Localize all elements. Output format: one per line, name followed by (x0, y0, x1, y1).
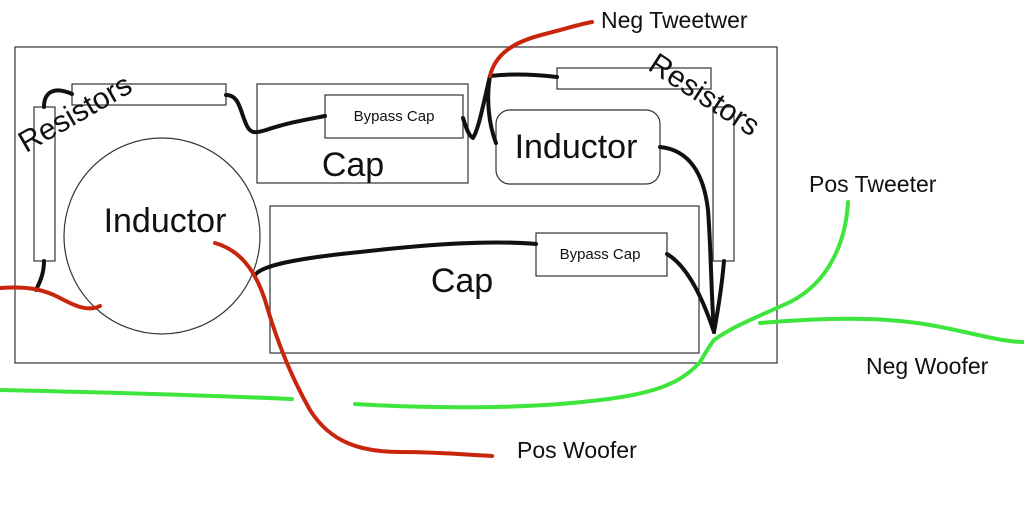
black-wire-cap-bottom-to-bypass (253, 240, 538, 277)
neg-tweeter-label: Neg Tweetwer (601, 7, 748, 33)
inductor-left-label: Inductor (104, 202, 227, 240)
bypass-cap-top (324, 94, 464, 139)
bypass-cap-bottom-label: Bypass Cap (560, 246, 641, 263)
red-wire-pos-woofer (213, 241, 494, 458)
black-wire-junction-to-resistor-right (488, 72, 559, 79)
black-wire-resistor-left-link (42, 88, 74, 109)
black-wire-bypass-bottom-down (665, 252, 716, 334)
green-wire-neg-woofer (758, 316, 1024, 344)
black-wire-resistor-to-cap-top (224, 93, 327, 135)
green-wire-bottom (353, 338, 716, 410)
cap-top-label: Cap (322, 146, 384, 184)
red-wire-left-input (0, 285, 102, 311)
pos-woofer-label: Pos Woofer (517, 437, 637, 463)
red-wire-neg-tweeter (488, 20, 594, 78)
inductor-right-label: Inductor (515, 128, 638, 166)
cap-bottom (269, 205, 700, 354)
bypass-cap-top-label: Bypass Cap (354, 108, 435, 125)
black-wire-resistor-right-down (712, 259, 726, 334)
black-wire-bypass-top-to-junction (461, 74, 498, 145)
cap-bottom-label: Cap (431, 262, 493, 300)
pos-tweeter-label: Pos Tweeter (809, 171, 937, 197)
black-wire-inductor-right-out (658, 145, 716, 334)
green-wire-left (0, 388, 294, 401)
green-wire-pos-tweeter (712, 200, 850, 342)
inductor-left (63, 137, 261, 335)
neg-woofer-label: Neg Woofer (866, 353, 989, 379)
